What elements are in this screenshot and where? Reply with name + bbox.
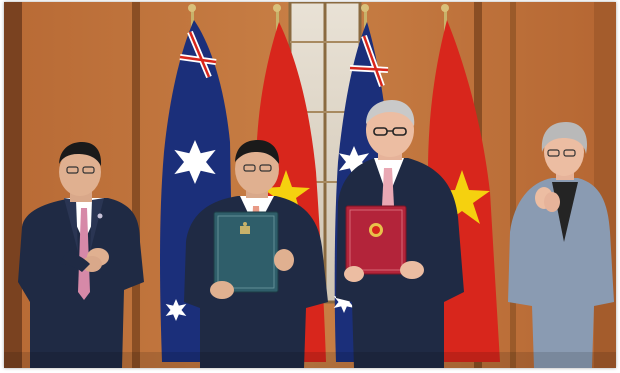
person-right-clapping <box>508 122 614 368</box>
red-treaty-folder <box>345 205 407 275</box>
person-left-clapping <box>18 142 144 368</box>
state-emblem-icon <box>369 223 383 237</box>
green-treaty-folder <box>213 211 279 293</box>
photo <box>4 2 616 368</box>
photo-frame <box>4 2 616 368</box>
coat-of-arms-icon <box>240 222 250 234</box>
